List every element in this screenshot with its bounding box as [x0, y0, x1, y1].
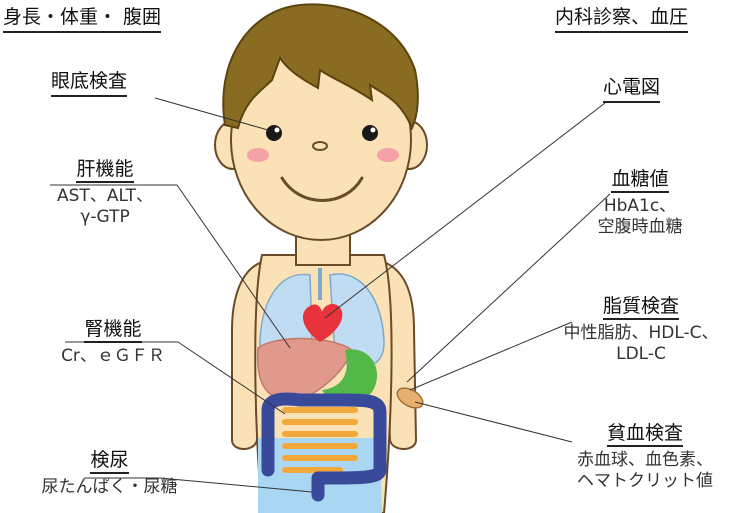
- blood-sugar-line2: 空腹時血糖: [565, 217, 715, 238]
- lipid-test-title: 脂質検査: [603, 295, 679, 320]
- liver-function-line2: γ-GTP: [35, 207, 175, 228]
- lipid-test-line2: LDL-C: [547, 344, 735, 365]
- height-weight-waist-label: 身長・体重・ 腹囲: [3, 6, 161, 33]
- internal-exam-bp-label: 内科診察、血圧: [555, 6, 688, 33]
- urine-test-title: 検尿: [90, 449, 128, 474]
- kidney-function-block: 腎機能 Cr、ｅＧＦＲ: [28, 318, 198, 367]
- anemia-test-line1: 赤血球、血色素、: [560, 450, 730, 471]
- liver-function-line1: AST、ALT、: [35, 186, 175, 207]
- urine-test-line1: 尿たんぱく・尿糖: [12, 477, 207, 498]
- blood-sugar-line1: HbA1c、: [565, 196, 715, 217]
- kidney-function-title: 腎機能: [84, 318, 141, 343]
- right-eye: [362, 125, 378, 141]
- ecg-label: 心電図: [603, 76, 660, 103]
- urine-test-block: 検尿 尿たんぱく・尿糖: [12, 449, 207, 498]
- liver-function-title: 肝機能: [76, 158, 133, 183]
- anemia-test-block: 貧血検査 赤血球、血色素、 ヘマトクリット値: [560, 422, 730, 492]
- blood-sugar-title: 血糖値: [611, 168, 668, 193]
- lipid-test-line1: 中性脂肪、HDL-C、: [547, 323, 735, 344]
- blood-sugar-block: 血糖値 HbA1c、 空腹時血糖: [565, 168, 715, 238]
- left-cheek: [247, 148, 269, 162]
- kidney-function-line1: Cr、ｅＧＦＲ: [28, 346, 198, 367]
- liver-function-block: 肝機能 AST、ALT、 γ-GTP: [35, 158, 175, 228]
- fundus-exam-label: 眼底検査: [51, 70, 127, 97]
- left-eye: [266, 125, 282, 141]
- lipid-test-block: 脂質検査 中性脂肪、HDL-C、 LDL-C: [547, 295, 735, 365]
- anemia-test-title: 貧血検査: [607, 422, 683, 447]
- right-cheek: [377, 148, 399, 162]
- anemia-test-line2: ヘマトクリット値: [560, 471, 730, 492]
